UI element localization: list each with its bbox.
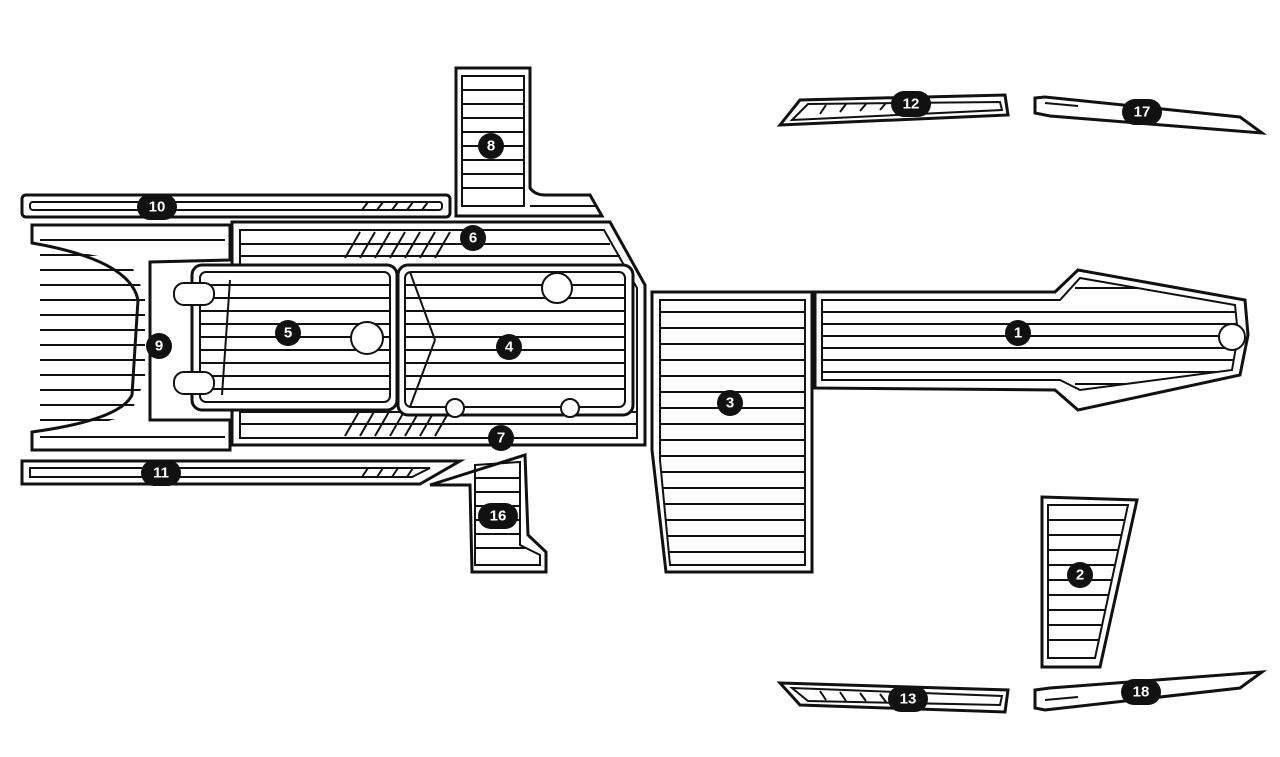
svg-text:11: 11 bbox=[153, 465, 169, 482]
label-5: 5 bbox=[275, 320, 301, 346]
pad-3 bbox=[650, 290, 814, 574]
svg-text:8: 8 bbox=[487, 138, 495, 155]
label-8: 8 bbox=[478, 133, 504, 159]
svg-text:10: 10 bbox=[149, 199, 166, 216]
label-4: 4 bbox=[496, 334, 522, 360]
svg-text:7: 7 bbox=[497, 430, 505, 447]
label-1: 1 bbox=[1005, 320, 1031, 346]
label-11: 11 bbox=[141, 460, 181, 486]
label-7: 7 bbox=[488, 425, 514, 451]
label-9: 9 bbox=[146, 333, 172, 359]
label-12: 12 bbox=[891, 91, 931, 117]
label-2: 2 bbox=[1067, 562, 1093, 588]
pad-1 bbox=[813, 268, 1250, 412]
svg-text:4: 4 bbox=[505, 339, 514, 356]
svg-text:12: 12 bbox=[903, 96, 920, 113]
label-3: 3 bbox=[717, 390, 743, 416]
svg-text:17: 17 bbox=[1134, 104, 1151, 121]
svg-text:18: 18 bbox=[1133, 684, 1150, 701]
label-10: 10 bbox=[137, 194, 177, 220]
label-16: 16 bbox=[478, 503, 518, 529]
pad-11 bbox=[20, 459, 466, 486]
label-18: 18 bbox=[1121, 679, 1161, 705]
svg-text:6: 6 bbox=[469, 230, 477, 247]
svg-text:16: 16 bbox=[490, 508, 507, 525]
svg-text:2: 2 bbox=[1076, 567, 1084, 584]
svg-text:1: 1 bbox=[1014, 325, 1022, 342]
pad-9 bbox=[30, 223, 232, 452]
svg-text:9: 9 bbox=[155, 338, 163, 355]
label-6: 6 bbox=[460, 225, 486, 251]
label-13: 13 bbox=[888, 686, 928, 712]
svg-text:3: 3 bbox=[726, 395, 734, 412]
svg-text:5: 5 bbox=[284, 325, 292, 342]
svg-text:13: 13 bbox=[900, 691, 917, 708]
label-17: 17 bbox=[1122, 99, 1162, 125]
pad-8 bbox=[454, 66, 605, 218]
pad-10 bbox=[20, 193, 452, 219]
